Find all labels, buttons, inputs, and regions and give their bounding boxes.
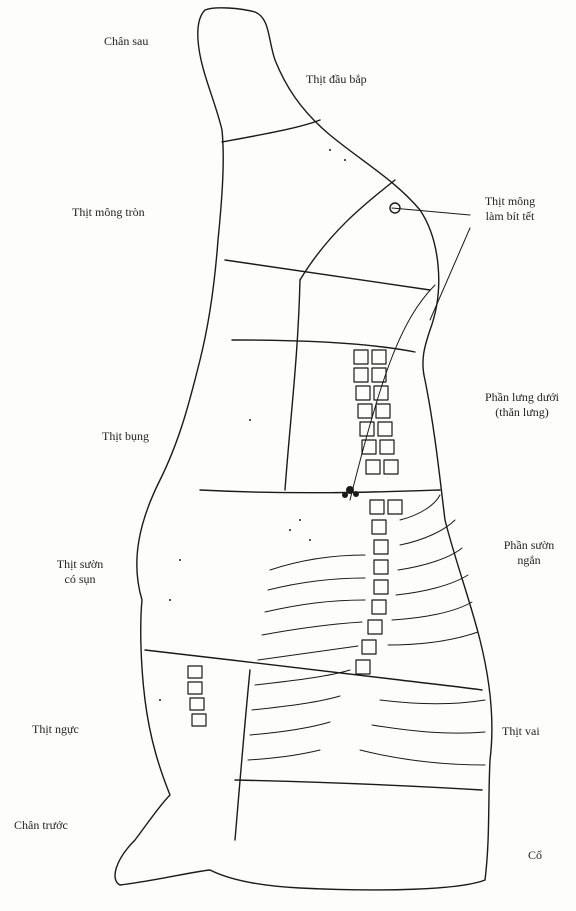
label-thit-suon-co-sun-line2: có sụn (40, 572, 120, 587)
label-thit-mong-bit-tet: Thịt mông làm bít tết (470, 194, 550, 224)
cut-line-2 (225, 260, 430, 290)
cut-line-5 (145, 650, 482, 690)
label-phan-lung-duoi-line1: Phần lưng dưới (470, 390, 574, 405)
cut-line-7 (285, 280, 300, 490)
leader-line-2 (430, 228, 470, 320)
label-phan-suon-ngan-line2: ngắn (484, 553, 574, 568)
label-thit-dau-bap: Thịt đầu bắp (306, 72, 367, 87)
label-thit-suon-co-sun: Thịt sườn có sụn (40, 557, 120, 587)
label-chan-sau: Chân sau (104, 34, 148, 49)
carcass-outline (115, 8, 492, 890)
shading-dots (159, 149, 359, 701)
vertebrae (188, 350, 402, 726)
label-chan-truoc: Chân trước (14, 818, 68, 833)
label-thit-nguc: Thịt ngực (32, 722, 79, 737)
label-co: Cổ (528, 848, 542, 863)
cut-line-3 (232, 340, 415, 352)
cut-line-9 (300, 180, 395, 280)
label-phan-suon-ngan: Phần sườn ngắn (484, 538, 574, 568)
ribs (248, 285, 485, 765)
leader-line (392, 208, 470, 215)
label-thit-mong-bit-tet-line2: làm bít tết (470, 209, 550, 224)
cut-line-6 (235, 780, 482, 790)
cut-line-1 (222, 120, 320, 142)
label-phan-lung-duoi: Phần lưng dưới (thăn lưng) (470, 390, 574, 420)
label-thit-bung: Thịt bụng (102, 429, 149, 444)
label-thit-mong-tron: Thịt mông tròn (72, 205, 145, 220)
cut-line-8 (235, 670, 250, 840)
label-thit-vai: Thịt vai (502, 724, 540, 739)
label-thit-mong-bit-tet-line1: Thịt mông (470, 194, 550, 209)
label-phan-lung-duoi-line2: (thăn lưng) (470, 405, 574, 420)
cut-line-4 (200, 490, 440, 493)
label-thit-suon-co-sun-line1: Thịt sườn (40, 557, 120, 572)
label-phan-suon-ngan-line1: Phần sườn (484, 538, 574, 553)
